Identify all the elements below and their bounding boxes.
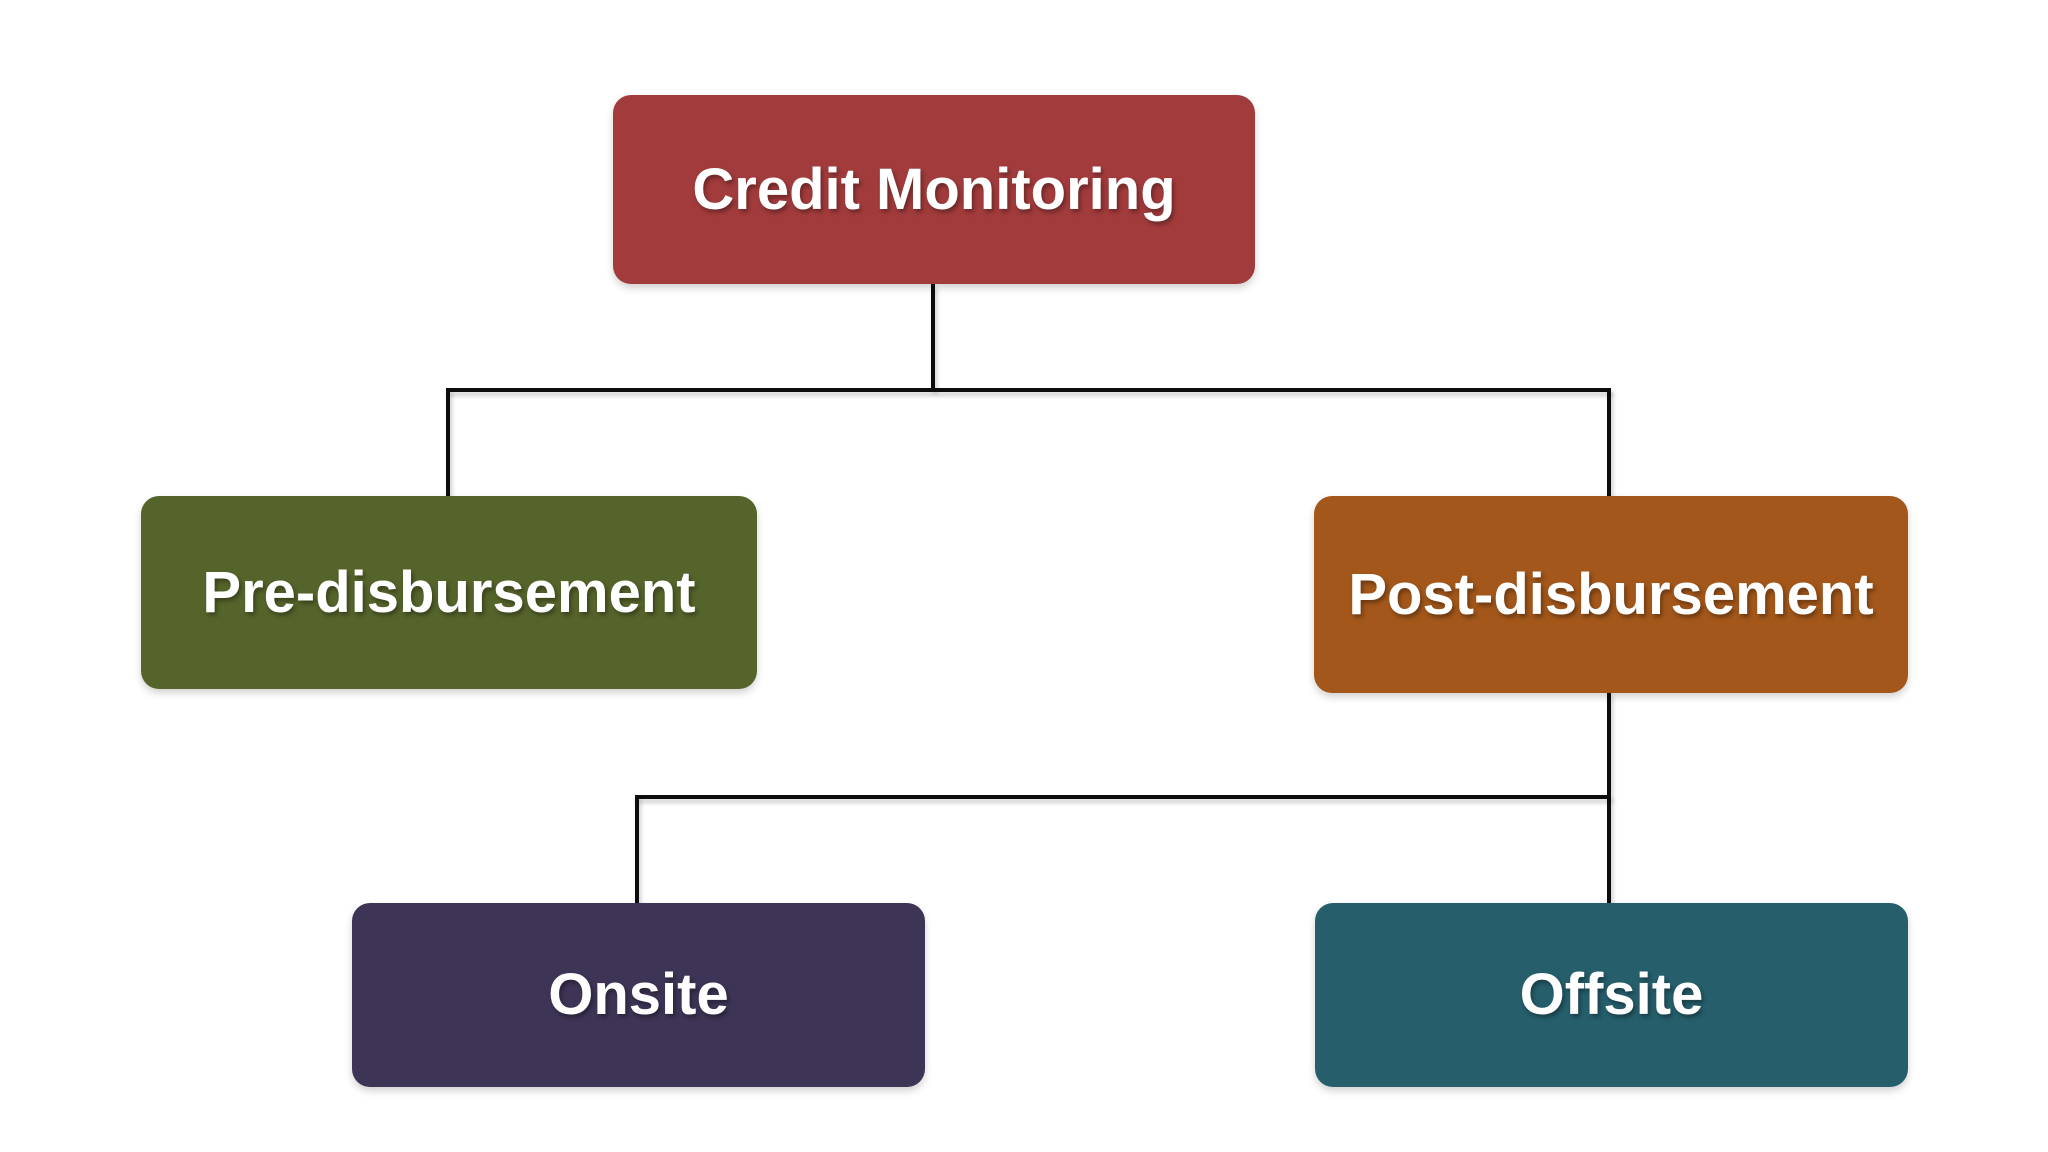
node-credit-monitoring: Credit Monitoring: [613, 95, 1255, 284]
node-pre-disbursement-label: Pre-disbursement: [202, 559, 696, 625]
node-onsite-label: Onsite: [548, 962, 729, 1027]
node-offsite-label: Offsite: [1519, 962, 1704, 1027]
connector-drop-post: [1607, 388, 1611, 498]
node-post-disbursement: Post-disbursement: [1314, 496, 1908, 693]
node-post-disbursement-label: Post-disbursement: [1348, 561, 1874, 627]
connector-root-stem: [931, 284, 935, 390]
connector-drop-onsite: [635, 795, 639, 905]
node-onsite: Onsite: [352, 903, 925, 1087]
node-offsite: Offsite: [1315, 903, 1908, 1087]
node-pre-disbursement: Pre-disbursement: [141, 496, 757, 689]
connector-level1-horizontal: [446, 388, 1611, 392]
connector-drop-pre: [446, 388, 450, 498]
node-credit-monitoring-label: Credit Monitoring: [692, 156, 1176, 222]
connector-level2-horizontal: [635, 795, 1611, 799]
